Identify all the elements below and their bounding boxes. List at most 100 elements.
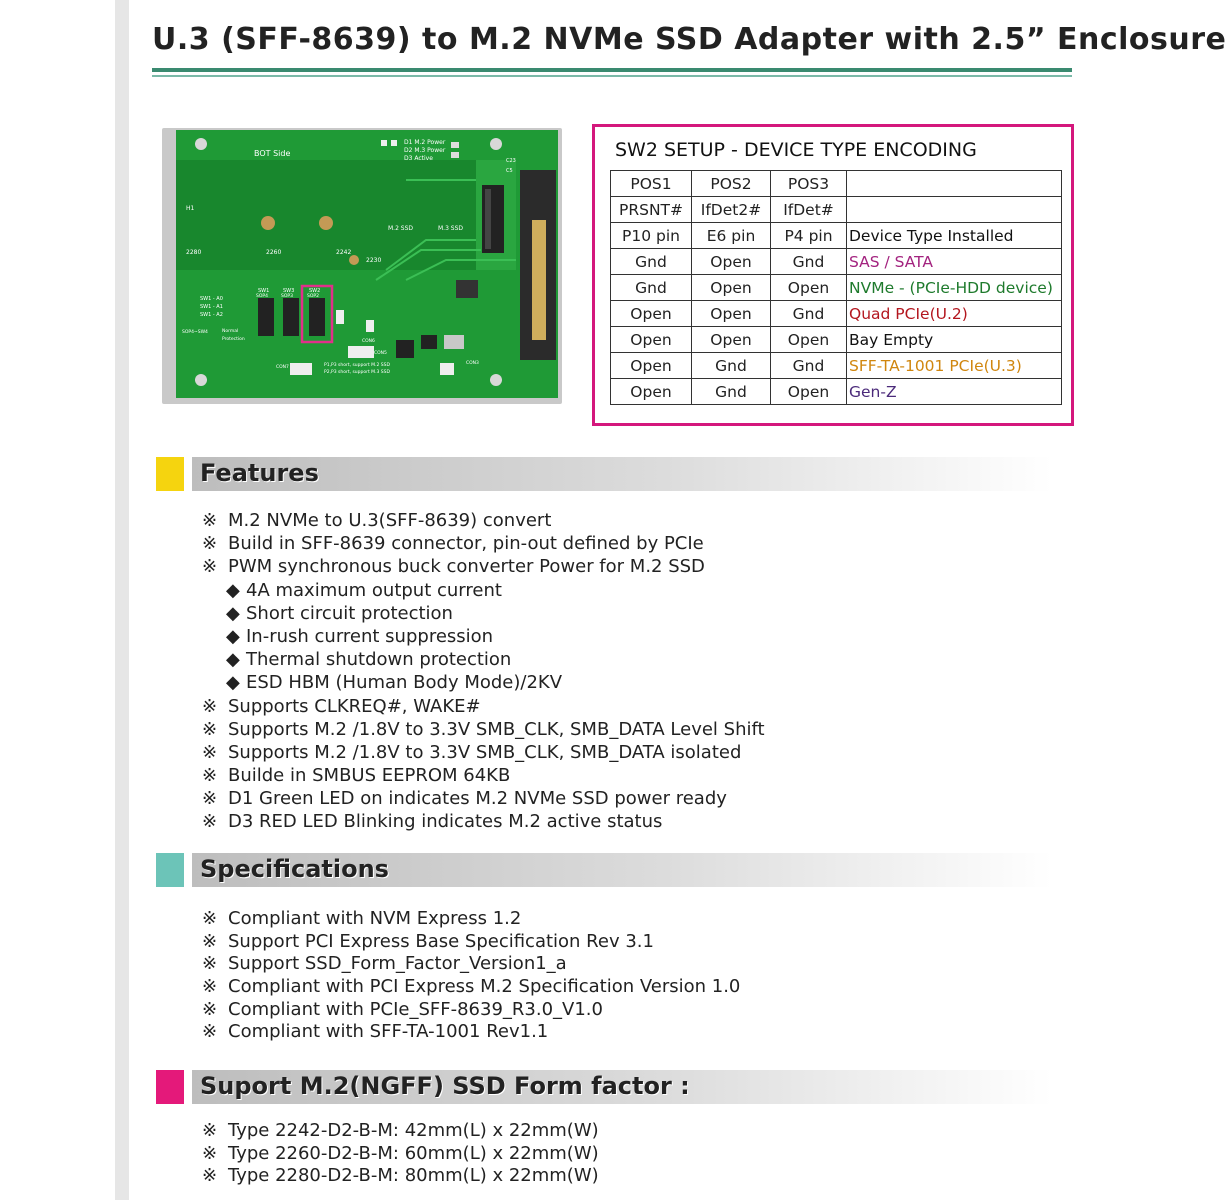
sw2-cell: IfDet2# [691, 196, 771, 223]
features-header: Features [156, 457, 1056, 491]
pcb-size-2230: 2230 [366, 257, 381, 264]
sw2-cell: Open [691, 300, 771, 327]
diamond-bullet-icon: ◆ [226, 579, 240, 601]
page-title: U.3 (SFF-8639) to M.2 NVMe SSD Adapter w… [152, 22, 1226, 57]
sw2-cell: POS3 [770, 170, 847, 197]
feature-text: 4A maximum output current [246, 579, 502, 601]
standoff-2260 [319, 216, 333, 230]
feature-item: ※Supports M.2 /1.8V to 3.3V SMB_CLK, SMB… [202, 741, 765, 764]
sw2-cell: Gnd [610, 274, 692, 301]
feature-text: Builde in SMBUS EEPROM 64KB [228, 765, 511, 787]
title-underline [152, 68, 1072, 72]
screw-hole [490, 138, 502, 150]
feature-text: Short circuit protection [246, 602, 453, 624]
sw2-cell: Open [770, 378, 847, 405]
pcb-board-image: BOT Side D1 M.2 Power D2 M.3 Power D3 Ac… [176, 130, 558, 398]
reference-mark-icon: ※ [202, 1165, 218, 1187]
sw2-cell: IfDet# [770, 196, 847, 223]
feature-item: ※Supports CLKREQ#, WAKE# [202, 695, 765, 718]
spec-item-text: Compliant with SFF-TA-1001 Rev1.1 [228, 1021, 549, 1043]
screw-hole [195, 374, 207, 386]
sw2-cell: Open [691, 274, 771, 301]
sw2-cell: Quad PCIe(U.2) [846, 300, 1062, 327]
sw2-cell: Gnd [691, 378, 771, 405]
chip [456, 280, 478, 298]
pcb-bot-side-label: BOT Side [254, 149, 290, 158]
pcb-size-2280: 2280 [186, 249, 201, 256]
sw2-cell: Gnd [770, 300, 847, 327]
sw2-cell: Open [691, 326, 771, 353]
form-factor-item: ※Type 2260-D2-B-M: 60mm(L) x 22mm(W) [202, 1143, 599, 1166]
pcb-normal-label: Normal [222, 328, 238, 334]
pcb-sw-a1: SW1 - A1 [200, 304, 223, 310]
pcb-sop3-label: SOP3 [281, 293, 293, 299]
feature-subitem: ◆ 4A maximum output current [202, 579, 765, 602]
pcb-con7-label: CON7 [276, 364, 289, 370]
pcb-sop4-label: SOP4 [256, 293, 268, 299]
pcb-sw-a2: SW1 - A2 [200, 312, 223, 318]
spec-item-text: Support PCI Express Base Specification R… [228, 930, 654, 952]
sw2-cell: Gnd [691, 352, 771, 379]
specifications-heading: Specifications [200, 855, 389, 883]
spec-item: ※ Compliant with SFF-TA-1001 Rev1.1 [202, 1021, 740, 1044]
sw2-row: PRSNT#IfDet2#IfDet# [610, 196, 1062, 223]
feature-item: ※D1 Green LED on indicates M.2 NVMe SSD … [202, 787, 765, 810]
page-margin [0, 0, 115, 1200]
form-factor-header: Suport M.2(NGFF) SSD Form factor : [156, 1070, 1056, 1104]
feature-text: M.2 NVMe to U.3(SFF-8639) convert [228, 510, 552, 531]
jumper-header [348, 346, 374, 358]
feature-subitem: ◆In-rush current suppression [202, 625, 765, 648]
sw2-cell: Gnd [770, 352, 847, 379]
feature-item: ※D3 RED LED Blinking indicates M.2 activ… [202, 810, 765, 833]
sw2-highlight [300, 284, 334, 344]
standoff-2242 [261, 216, 275, 230]
pcb-sw2-label: SW2 [309, 288, 320, 294]
form-factor-heading: Suport M.2(NGFF) SSD Form factor : [200, 1072, 690, 1100]
specifications-header: Specifications [156, 853, 1056, 887]
reference-mark-icon: ※ [202, 510, 218, 531]
features-list: ※ M.2 NVMe to U.3(SFF-8639) convert ※ Build… [202, 509, 765, 834]
features-heading: Features [200, 459, 319, 487]
sw2-cell: Device Type Installed [846, 222, 1062, 249]
spec-item-text: Compliant with PCI Express M.2 Specifica… [228, 976, 741, 998]
form-factor-item: ※Type 2242-D2-B-M: 42mm(L) x 22mm(W) [202, 1120, 599, 1143]
spec-item-text: Support SSD_Form_Factor_Version1_a [228, 953, 567, 975]
m2-slot-area [176, 160, 476, 270]
feature-subitem: ◆ Short circuit protection [202, 602, 765, 625]
sw2-cell: PRSNT# [610, 196, 692, 223]
spec-item: ※Support SSD_Form_Factor_Version1_a [202, 953, 740, 976]
standoff-2230 [349, 255, 359, 265]
reference-mark-icon: ※ [202, 1021, 218, 1043]
pcb-led-d1-label: D1 M.2 Power [404, 139, 446, 146]
feature-text: In-rush current suppression [246, 625, 494, 647]
pcb-protection-label: Protection [222, 336, 245, 342]
capacitor [444, 335, 464, 349]
feature-text: Supports CLKREQ#, WAKE# [228, 695, 481, 717]
sw2-cell: Open [610, 326, 692, 353]
feature-item: ※ M.2 NVMe to U.3(SFF-8639) convert [202, 509, 765, 532]
sw2-cell: Gen-Z [846, 378, 1062, 405]
sw2-cell: POS1 [610, 170, 692, 197]
pcb-sw1-label: SW1 [258, 288, 269, 294]
pcb-con3-label: CON3 [466, 360, 479, 366]
feature-text: D3 RED LED Blinking indicates M.2 active… [228, 811, 663, 833]
reference-mark-icon: ※ [202, 930, 218, 952]
pcb-c23-label: C23 [506, 158, 516, 164]
spec-item: ※Compliant with NVM Express 1.2 [202, 908, 740, 931]
sw2-cell: SAS / SATA [846, 248, 1062, 275]
reference-mark-icon: ※ [202, 718, 218, 740]
pcb-led-d3-label: D3 Active [404, 155, 433, 162]
sw2-cell: P4 pin [770, 222, 847, 249]
pcb-m2-ssd-label: M.2 SSD [388, 225, 413, 232]
sw2-cell: POS2 [691, 170, 771, 197]
diamond-bullet-icon: ◆ [226, 602, 240, 624]
inductor [421, 335, 437, 349]
pcb-c5-label: C5 [506, 168, 513, 174]
pcb-size-2260: 2260 [266, 249, 281, 256]
